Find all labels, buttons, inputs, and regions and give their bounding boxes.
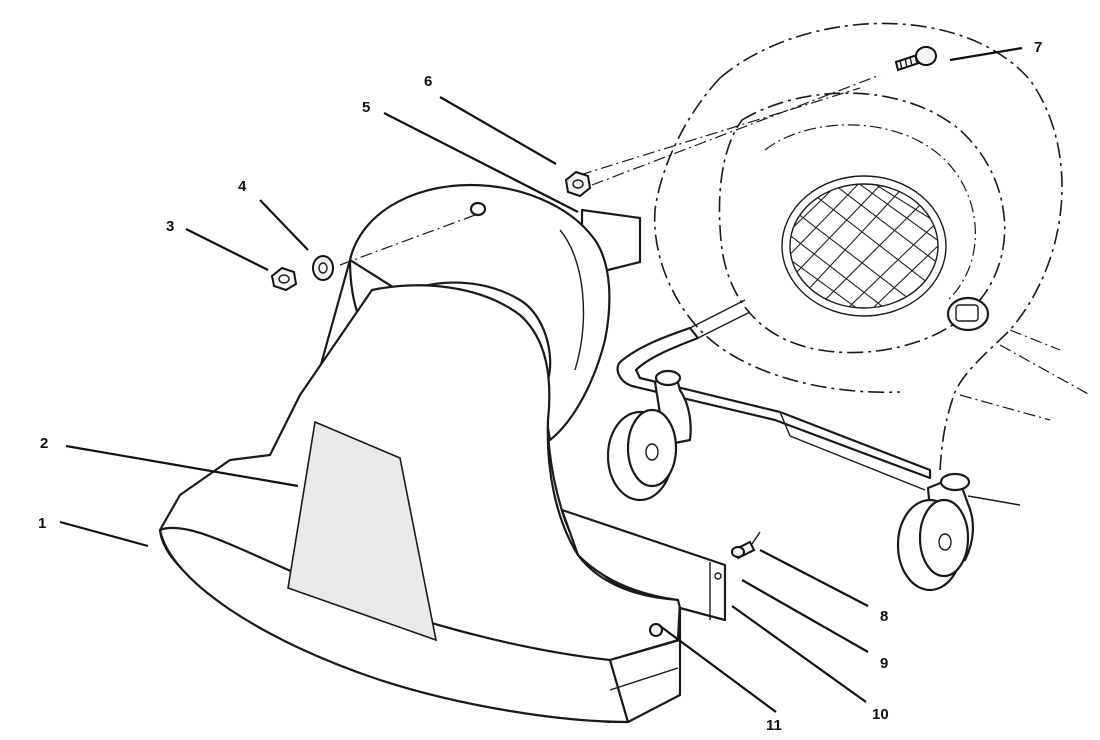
nut-6 xyxy=(564,170,592,198)
callout-9: 9 xyxy=(880,655,888,672)
bolt-7 xyxy=(894,46,937,72)
callout-numbers: 1 2 3 4 5 6 7 8 9 10 11 xyxy=(38,39,1042,734)
pin-8 xyxy=(731,531,761,560)
callout-3: 3 xyxy=(166,218,174,235)
nut-3 xyxy=(270,266,298,292)
callout-8: 8 xyxy=(880,608,888,625)
blower-housing-phantom xyxy=(579,22,1091,471)
leader-9 xyxy=(741,579,869,653)
front-caster-wheel xyxy=(606,369,692,502)
leader-6 xyxy=(439,96,557,165)
frame-rail xyxy=(616,299,932,491)
callout-2: 2 xyxy=(40,435,48,452)
callout-7: 7 xyxy=(1034,39,1042,56)
hardware xyxy=(270,46,937,560)
mount-boss xyxy=(946,296,990,332)
callout-10: 10 xyxy=(872,706,889,723)
leader-7 xyxy=(949,46,1023,62)
leader-10 xyxy=(731,605,867,703)
leader-8 xyxy=(759,549,869,607)
callout-1: 1 xyxy=(38,515,46,532)
leader-5 xyxy=(383,112,579,213)
callout-11: 11 xyxy=(766,717,782,734)
rear-caster-wheel xyxy=(896,472,1021,592)
intake-screen xyxy=(781,175,947,317)
leader-3 xyxy=(185,228,269,271)
leader-2 xyxy=(65,444,299,488)
callout-4: 4 xyxy=(238,178,247,195)
support-bar xyxy=(560,508,727,622)
washer-4 xyxy=(312,255,334,281)
leader-lines xyxy=(59,46,1023,713)
leader-1 xyxy=(59,520,149,548)
callout-5: 5 xyxy=(362,99,370,116)
leader-11 xyxy=(659,625,777,713)
leader-4 xyxy=(259,199,309,251)
discharge-nozzle xyxy=(158,183,682,724)
callout-6: 6 xyxy=(424,73,432,90)
